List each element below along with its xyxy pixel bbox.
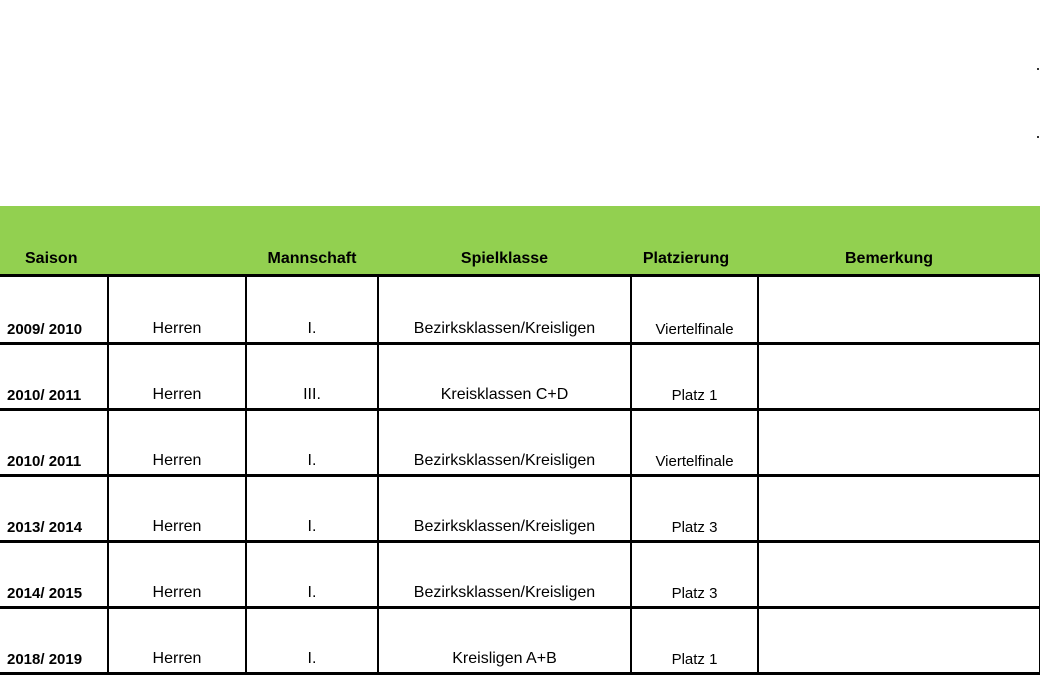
cell-spielklasse[interactable]: Bezirksklassen/Kreisligen (378, 409, 632, 477)
cell-mannschaft[interactable]: I. (246, 409, 379, 477)
cell-team[interactable]: Herren (108, 607, 247, 675)
cell-saison[interactable]: 2010/ 2011 (0, 409, 109, 477)
cell-team[interactable]: Herren (108, 541, 247, 609)
cell-bemerkung[interactable] (758, 343, 1040, 411)
column-header-spielklasse[interactable]: Spielklasse (460, 250, 549, 267)
cell-mannschaft[interactable]: I. (246, 541, 379, 609)
cell-saison[interactable]: 2018/ 2019 (0, 607, 109, 675)
cell-spielklasse[interactable]: Bezirksklassen/Kreisligen (378, 277, 632, 345)
cell-mannschaft[interactable]: I. (246, 607, 379, 675)
cell-team[interactable]: Herren (108, 409, 247, 477)
cell-saison[interactable]: 2013/ 2014 (0, 475, 109, 543)
cell-saison[interactable]: 2014/ 2015 (0, 541, 109, 609)
cell-platzierung[interactable]: Platz 3 (631, 541, 759, 609)
cell-platzierung[interactable]: Platz 3 (631, 475, 759, 543)
cell-saison[interactable]: 2010/ 2011 (0, 343, 109, 411)
column-header-bemerkung[interactable]: Bemerkung (844, 250, 934, 267)
cell-bemerkung[interactable] (758, 409, 1040, 477)
cell-saison[interactable]: 2009/ 2010 (0, 277, 109, 345)
cell-mannschaft[interactable]: I. (246, 475, 379, 543)
cell-team[interactable]: Herren (108, 475, 247, 543)
cell-mannschaft[interactable]: I. (246, 277, 379, 345)
cell-bemerkung[interactable] (758, 277, 1040, 345)
cell-spielklasse[interactable]: Kreisklassen C+D (378, 343, 632, 411)
table-row: 2010/ 2011 Herren I. Bezirksklassen/Krei… (0, 409, 1040, 477)
cell-bemerkung[interactable] (758, 607, 1040, 675)
cell-spielklasse[interactable]: Kreisligen A+B (378, 607, 632, 675)
edge-marker (1037, 136, 1039, 138)
edge-marker (1037, 68, 1039, 70)
results-table: 2009/ 2010 Herren I. Bezirksklassen/Krei… (0, 277, 1040, 675)
cell-mannschaft[interactable]: III. (246, 343, 379, 411)
cell-platzierung[interactable]: Platz 1 (631, 607, 759, 675)
table-header-band (0, 206, 1040, 275)
column-header-saison[interactable]: Saison (25, 250, 78, 267)
column-header-mannschaft[interactable]: Mannschaft (267, 250, 357, 267)
cell-team[interactable]: Herren (108, 277, 247, 345)
header-divider (0, 274, 1040, 277)
table-row: 2014/ 2015 Herren I. Bezirksklassen/Krei… (0, 541, 1040, 609)
cell-spielklasse[interactable]: Bezirksklassen/Kreisligen (378, 541, 632, 609)
cell-platzierung[interactable]: Platz 1 (631, 343, 759, 411)
cell-spielklasse[interactable]: Bezirksklassen/Kreisligen (378, 475, 632, 543)
cell-team[interactable]: Herren (108, 343, 247, 411)
table-row: 2010/ 2011 Herren III. Kreisklassen C+D … (0, 343, 1040, 411)
cell-bemerkung[interactable] (758, 541, 1040, 609)
table-row: 2018/ 2019 Herren I. Kreisligen A+B Plat… (0, 607, 1040, 675)
cell-platzierung[interactable]: Viertelfinale (631, 277, 759, 345)
cell-platzierung[interactable]: Viertelfinale (631, 409, 759, 477)
table-row: 2009/ 2010 Herren I. Bezirksklassen/Krei… (0, 277, 1040, 345)
column-header-platzierung[interactable]: Platzierung (642, 250, 730, 267)
cell-bemerkung[interactable] (758, 475, 1040, 543)
table-row: 2013/ 2014 Herren I. Bezirksklassen/Krei… (0, 475, 1040, 543)
